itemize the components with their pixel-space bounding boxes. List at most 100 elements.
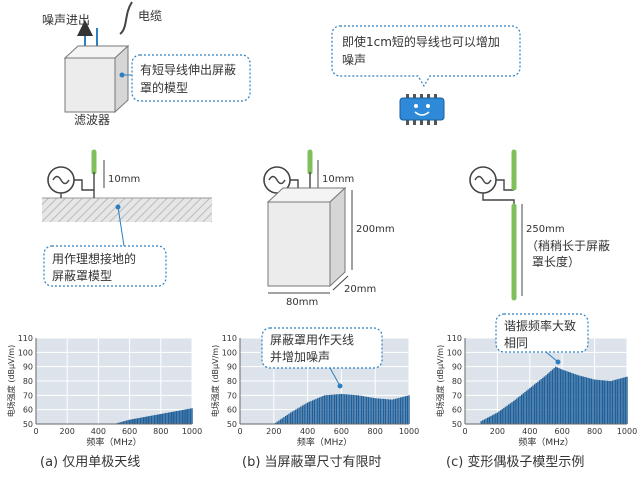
y-tick-label: 100 (222, 348, 237, 357)
data-bar (540, 379, 542, 424)
annotation-leader (545, 351, 559, 363)
annotation-line: 相同 (504, 336, 528, 350)
data-bar (508, 404, 510, 424)
filter-model: 电缆 噪声进出 滤波器 (42, 1, 162, 127)
data-bar (147, 416, 150, 424)
data-bar (605, 380, 607, 424)
data-bar (293, 410, 295, 424)
x-tick-label: 0 (33, 427, 38, 436)
data-bar (300, 406, 302, 424)
data-bar (616, 379, 618, 424)
model-c: 250mm （稍稍长于屏蔽 罩长度） (469, 149, 610, 301)
data-bar (408, 395, 410, 424)
data-bar (614, 379, 617, 424)
data-bar (555, 366, 557, 424)
data-bar (389, 399, 392, 424)
data-bar (384, 399, 387, 424)
data-bar (357, 395, 359, 424)
data-bar (174, 411, 176, 424)
data-bar (313, 399, 316, 424)
data-bar (290, 412, 292, 424)
data-bar (404, 396, 407, 424)
data-bar (564, 370, 567, 424)
data-bar (503, 407, 505, 424)
data-bar (511, 402, 513, 424)
data-bar (376, 398, 378, 424)
data-bar (396, 398, 398, 424)
data-bar (563, 370, 565, 424)
dim-top-b: 10mm (322, 174, 354, 185)
data-bar (178, 410, 181, 424)
data-bar (618, 378, 620, 424)
data-bar (340, 393, 343, 424)
data-bar (339, 394, 341, 424)
data-bar (166, 412, 168, 424)
data-bar (374, 398, 376, 424)
x-tick-label: 800 (153, 427, 168, 436)
y-tick-label: 110 (447, 334, 462, 343)
data-bar (391, 399, 393, 424)
y-tick-label: 110 (18, 334, 33, 343)
data-bar (550, 370, 552, 424)
data-bar (490, 415, 492, 424)
data-bar (335, 394, 338, 424)
data-bar (499, 410, 502, 424)
data-bar (279, 419, 282, 424)
data-bar (183, 409, 185, 424)
y-tick-label: 70 (452, 391, 462, 400)
data-bar (567, 371, 570, 424)
data-bar (592, 379, 594, 424)
data-bar (393, 399, 395, 424)
y-axis-label: 电场强度 (dBμV/m) (435, 345, 445, 417)
data-bar (483, 419, 486, 424)
data-bar (506, 405, 508, 424)
data-bar (349, 394, 351, 424)
chip-icon (399, 94, 445, 125)
callout-right-box (331, 25, 521, 88)
annotation-box (495, 313, 589, 353)
data-bar (525, 390, 528, 424)
data-bar (155, 414, 157, 424)
data-bar (551, 369, 554, 424)
data-bar (372, 397, 375, 424)
data-bar (284, 415, 287, 424)
x-tick-label: 1000 (617, 427, 637, 436)
data-bar (352, 394, 354, 424)
data-bar (130, 419, 132, 424)
data-bar (138, 417, 140, 424)
data-bar (181, 409, 184, 424)
callout-left: 有短导线伸出屏蔽 罩的模型 (119, 54, 251, 102)
data-bar (584, 376, 586, 424)
dim-depth-b: 20mm (344, 284, 376, 295)
data-bar (485, 418, 487, 424)
data-bar (553, 368, 555, 424)
data-bar (305, 403, 307, 424)
data-bar (150, 415, 153, 424)
y-tick-label: 50 (452, 420, 462, 429)
data-bar (322, 396, 324, 424)
data-bar (359, 395, 361, 424)
data-bar (602, 380, 604, 424)
callout-left-box (131, 54, 251, 102)
y-axis-label: 电场强度 (dBμV/m) (6, 345, 16, 417)
data-bar (320, 396, 322, 424)
data-bar (399, 397, 402, 424)
data-bar (139, 417, 142, 424)
data-bar (175, 411, 178, 424)
data-bar (589, 378, 591, 424)
data-bar (167, 412, 170, 424)
data-bar (529, 388, 531, 424)
data-bar (158, 414, 160, 424)
y-tick-label: 100 (18, 348, 33, 357)
dim-c-line1: 250mm (526, 224, 565, 235)
data-bar (117, 422, 120, 424)
data-bar (128, 419, 131, 424)
annotation-box (261, 327, 383, 369)
data-bar (180, 410, 182, 424)
data-bar (527, 389, 529, 424)
data-bar (579, 375, 581, 424)
data-bar (172, 411, 174, 424)
data-bar (598, 379, 601, 424)
data-bar (332, 394, 334, 424)
